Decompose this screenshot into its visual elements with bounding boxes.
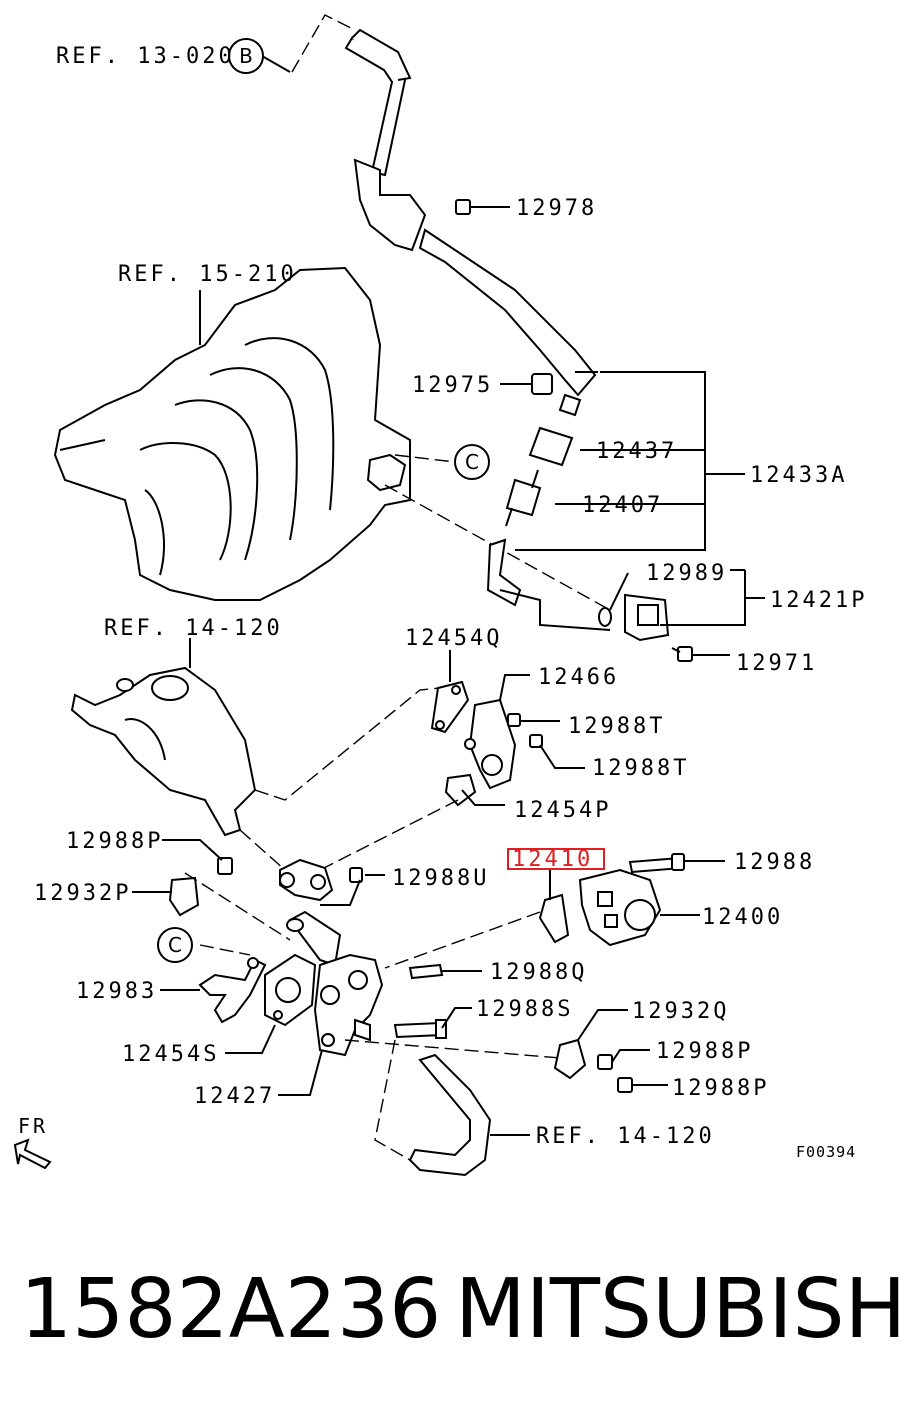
label-12988T-2: 12988T — [592, 756, 689, 781]
ref-15-210-label: REF. 15-210 — [118, 262, 297, 287]
label-12437: 12437 — [596, 439, 677, 464]
label-12971: 12971 — [736, 651, 817, 676]
label-12454S: 12454S — [122, 1042, 219, 1067]
clip-12932P — [168, 876, 200, 917]
label-12988P-1: 12988P — [66, 829, 163, 854]
bolt-12988 — [628, 853, 725, 874]
egr-valve-12400 — [578, 868, 662, 947]
sensor-12988U — [279, 858, 363, 902]
bolt-12971 — [671, 646, 730, 662]
circle-marker-c-1-label: C — [465, 450, 479, 474]
highlight-box — [507, 848, 605, 870]
label-12989: 12989 — [646, 561, 727, 586]
filter-12437 — [528, 426, 574, 467]
ref-14-120-label-2: REF. 14-120 — [536, 1124, 715, 1149]
hose-elbow — [486, 538, 522, 607]
circle-marker-c-1: C — [454, 444, 490, 480]
spring-12975 — [500, 373, 553, 395]
label-12988: 12988 — [734, 850, 815, 875]
ref-13-020-label: REF. 13-020 — [56, 44, 235, 69]
upper-hose — [344, 28, 597, 417]
label-12983: 12983 — [76, 979, 157, 1004]
clip-12932Q — [553, 1038, 587, 1080]
circle-marker-b: B — [228, 38, 264, 74]
valve-12407 — [505, 469, 542, 527]
gasket-12410 — [538, 893, 570, 944]
pipe-12983 — [198, 957, 267, 1024]
label-12988Q: 12988Q — [490, 960, 587, 985]
bolt-12988T-2 — [529, 734, 585, 769]
label-12421P: 12421P — [770, 588, 867, 613]
bracket-12427 — [286, 910, 384, 1057]
label-12975: 12975 — [412, 373, 493, 398]
part-number: 1582A236 — [20, 1262, 442, 1357]
bolt-12988P-1 — [162, 839, 233, 875]
label-12466: 12466 — [538, 665, 619, 690]
circle-marker-c-2-label: C — [168, 933, 182, 957]
bolt-12988T-1 — [507, 713, 560, 727]
parts-diagram: B C C REF. 13-020 REF. 15-210 REF. 14-12… — [13, 14, 867, 1177]
circle-marker-c-2: C — [157, 927, 193, 963]
label-12410: 12410 — [512, 847, 593, 872]
label-12407: 12407 — [582, 493, 663, 518]
label-12988P-2: 12988P — [656, 1039, 753, 1064]
label-12400: 12400 — [702, 905, 783, 930]
solenoid-12421P — [598, 593, 670, 642]
figure-code: F00394 — [796, 1143, 856, 1161]
bolt-12978 — [455, 199, 510, 215]
intake-manifold — [53, 266, 411, 601]
gasket-12454S — [264, 953, 317, 1027]
direction-label: FR — [18, 1114, 48, 1138]
bolt-12988P-2 — [597, 1049, 650, 1070]
brand-name: MITSUBISHI — [455, 1262, 909, 1357]
bolt-12988P-3 — [617, 1077, 668, 1093]
label-12454P: 12454P — [514, 798, 611, 823]
label-12932P: 12932P — [34, 881, 131, 906]
label-12454Q: 12454Q — [405, 626, 502, 651]
bolt-12988Q — [408, 963, 482, 980]
bolt-12988S — [393, 1007, 472, 1039]
label-12433A: 12433A — [750, 463, 847, 488]
ref-14-120-label-1: REF. 14-120 — [104, 616, 283, 641]
label-12988T-1: 12988T — [568, 714, 665, 739]
label-12988P-3: 12988P — [672, 1076, 769, 1101]
lower-hose — [408, 1053, 492, 1177]
label-12427: 12427 — [194, 1084, 275, 1109]
label-12978: 12978 — [516, 196, 597, 221]
throttle-body — [70, 666, 257, 837]
gasket-12454Q — [430, 680, 470, 734]
circle-marker-b-label: B — [239, 44, 253, 68]
label-12988S: 12988S — [476, 997, 573, 1022]
label-12932Q: 12932Q — [632, 999, 729, 1024]
pipe-12466 — [464, 698, 517, 790]
label-12988U: 12988U — [392, 866, 489, 891]
direction-arrow-icon — [13, 1138, 52, 1170]
